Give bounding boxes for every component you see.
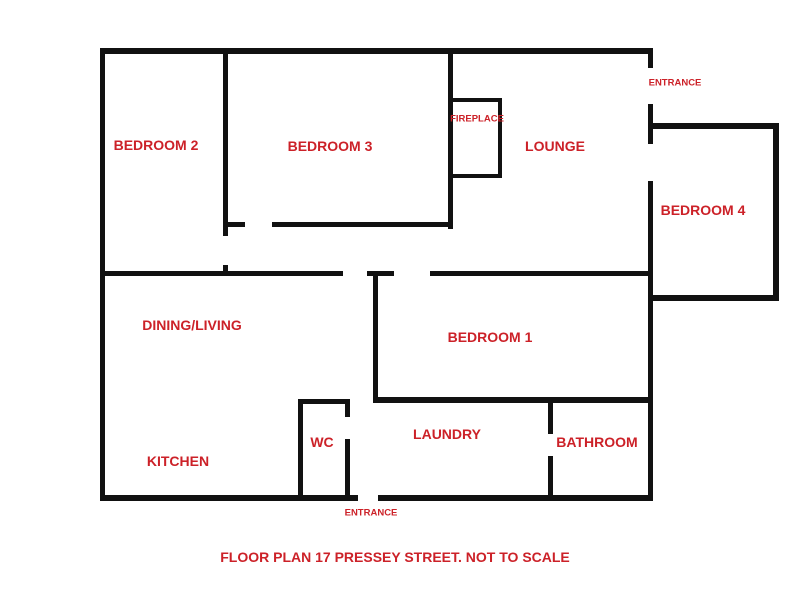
wall-laundry-top: [373, 397, 653, 403]
room-label-entrance-bottom: ENTRANCE: [344, 507, 398, 519]
room-label-bedroom-1: BEDROOM 1: [447, 329, 533, 345]
wall-dining-top: [100, 271, 343, 276]
wall-wc-right-upper: [345, 399, 350, 417]
room-label-bedroom-3: BEDROOM 3: [287, 138, 373, 154]
wall-stub-divider: [223, 265, 228, 276]
wall-top: [100, 48, 653, 54]
room-label-entrance-top: ENTRANCE: [648, 77, 702, 89]
wall-bedroom1-top: [430, 271, 653, 276]
room-label-bedroom-2: BEDROOM 2: [113, 137, 199, 153]
room-label-lounge: LOUNGE: [525, 138, 585, 154]
wall-bedroom3-lounge-divider: [448, 48, 453, 229]
wall-wc-left: [298, 399, 303, 498]
wall-bedroom2-3-divider: [223, 48, 228, 236]
room-label-dining-living: DINING/LIVING: [142, 317, 242, 333]
wall-bedroom1-left: [373, 271, 378, 402]
wall-bedroom3-bottom-a: [225, 222, 245, 227]
wall-right-stub-top: [648, 48, 653, 68]
wall-wc-right-lower: [345, 439, 350, 498]
wall-bottom-right: [378, 495, 653, 501]
room-label-laundry: LAUNDRY: [413, 426, 481, 442]
room-label-bedroom-4: BEDROOM 4: [660, 202, 746, 218]
wall-bedroom4-top: [648, 123, 779, 129]
wall-bottom-left: [100, 495, 358, 501]
wall-bedroom4-right: [773, 123, 779, 301]
wall-right-main: [648, 181, 653, 501]
room-label-bathroom: BATHROOM: [556, 434, 638, 450]
wall-bedroom4-bottom: [648, 295, 779, 301]
wall-fireplace-right: [498, 98, 502, 178]
wall-laundry-bathroom-divider-bottom: [548, 456, 553, 501]
room-label-fireplace: FIREPLACE: [450, 113, 504, 125]
room-label-wc: WC: [310, 434, 334, 450]
wall-hall-segment: [367, 271, 394, 276]
room-label-kitchen: KITCHEN: [146, 453, 210, 469]
wall-bedroom3-bottom-b: [272, 222, 453, 227]
wall-laundry-bathroom-divider-top: [548, 397, 553, 434]
wall-wc-top: [298, 399, 350, 404]
wall-fireplace-top: [450, 98, 502, 102]
plan-caption: FLOOR PLAN 17 PRESSEY STREET. NOT TO SCA…: [220, 549, 570, 565]
wall-fireplace-bottom: [450, 174, 502, 178]
